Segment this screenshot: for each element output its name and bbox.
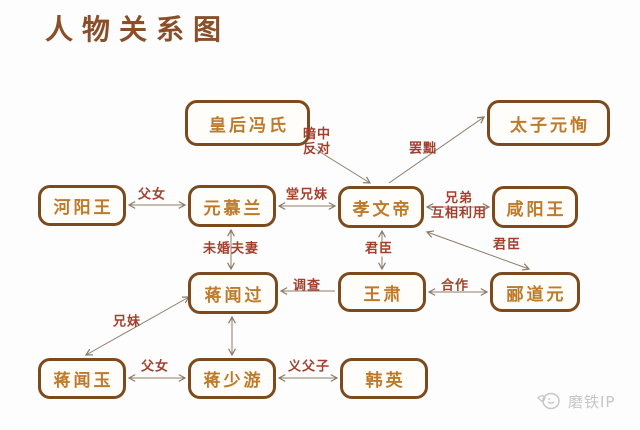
node-jiang-wenyu: 蒋闻玉: [38, 358, 126, 399]
edge-label-5: 未婚夫妻: [202, 241, 260, 257]
edge-label-6: 君臣: [363, 241, 395, 257]
node-emperor-xiaowen: 孝文帝: [338, 186, 424, 228]
node-yuan-mulan: 元慕兰: [188, 185, 276, 227]
node-jiang-shaoyou: 蒋少游: [188, 358, 276, 399]
edge-label-12: 父女: [140, 359, 170, 375]
edge-label-9: 调查: [292, 278, 322, 294]
edge-label-8: 合作: [440, 278, 470, 294]
edge-label-4: 兄弟 互相利用: [430, 191, 488, 221]
motie-logo-icon: [537, 392, 560, 410]
node-wang-su: 王肃: [338, 272, 426, 312]
page-title: 人物关系图: [45, 13, 231, 46]
edge-label-7: 君臣: [492, 237, 522, 253]
edge-label-0: 暗中 反对: [302, 127, 332, 157]
watermark: 磨铁IP: [536, 390, 615, 412]
edge-label-3: 堂兄妹: [285, 187, 329, 203]
edge-label-10: 兄妹: [112, 314, 142, 330]
node-xianyang-king: 咸阳王: [492, 186, 578, 228]
node-li-daoyuan: 郦道元: [490, 272, 580, 312]
node-empress-feng: 皇后冯氏: [185, 100, 310, 146]
node-han-ying: 韩英: [340, 358, 428, 399]
edge-label-2: 父女: [137, 187, 167, 203]
node-heyang-king: 河阳王: [38, 185, 126, 226]
node-jiang-wenguo: 蒋闻过: [188, 272, 278, 314]
edge-label-13: 义父子: [287, 359, 331, 375]
watermark-label: 磨铁IP: [568, 392, 616, 411]
node-prince-yuanxun: 太子元恂: [487, 100, 610, 146]
edge-label-1: 罢黜: [408, 141, 438, 157]
